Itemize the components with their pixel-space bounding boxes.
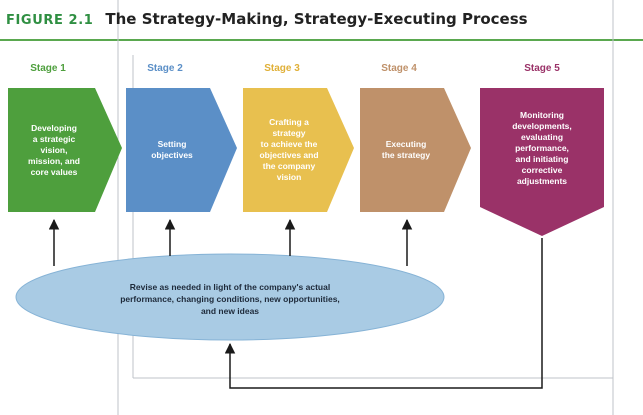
stage-3-line: strategy: [272, 128, 306, 138]
stage-3-line: Crafting a: [269, 117, 309, 127]
feedback-line: performance, changing conditions, new op…: [120, 294, 340, 304]
stage-2-label: Stage 2: [147, 63, 183, 74]
stage-1-line: a strategic: [32, 133, 76, 144]
stage-2-chevron: [126, 88, 237, 212]
stage-1-text: Developing a strategic vision, mission, …: [10, 110, 98, 190]
stage-5-label: Stage 5: [524, 63, 560, 74]
stage-4-line: Executing: [385, 139, 427, 149]
stage-3-line: objectives and: [259, 150, 319, 160]
feedback-text: Revise as needed in light of the company…: [80, 281, 380, 317]
stage-5-line: Monitoring: [520, 109, 564, 120]
figure-heading: FIGURE 2.1 The Strategy-Making, Strategy…: [6, 10, 528, 34]
stage-4-chevron: [360, 88, 471, 212]
stage-5-text: Monitoring developments, evaluating perf…: [482, 100, 602, 196]
stage-2-text: Setting objectives: [128, 110, 216, 190]
stage-1-line: Developing: [31, 122, 77, 133]
figure-number: FIGURE 2.1: [6, 13, 94, 28]
stage-4-text: Executing the strategy: [362, 110, 450, 190]
stage-5-line: developments,: [512, 120, 572, 131]
stage-3-chevron: [243, 88, 354, 212]
stage-2-line: Setting: [157, 139, 187, 149]
feedback-ellipse: [15, 253, 445, 341]
stage-3-line: to achieve the: [260, 139, 318, 149]
loop-arrow-stage-5-to-feedback: [224, 238, 543, 389]
stage-1-label: Stage 1: [30, 63, 66, 74]
stage-2-line: objectives: [151, 150, 193, 160]
figure-title: The Strategy-Making, Strategy-Executing …: [105, 10, 528, 28]
stage-5-line: performance,: [515, 142, 569, 153]
stage-3-label: Stage 3: [264, 63, 300, 74]
stage-3-line: vision: [276, 172, 302, 182]
stage-5-line: and initiating: [515, 153, 569, 164]
stage-4-line: the strategy: [381, 150, 431, 160]
feedback-line: and new ideas: [200, 306, 260, 316]
stage-1-line: core values: [30, 166, 78, 177]
stage-5-line: adjustments: [516, 175, 568, 186]
stage-5-line: evaluating: [520, 131, 564, 142]
stage-4-label: Stage 4: [381, 63, 417, 74]
feedback-line: Revise as needed in light of the company…: [129, 282, 331, 292]
stage-1-line: vision,: [40, 144, 68, 155]
stage-5-line: corrective: [521, 164, 563, 175]
stage-3-text: Crafting a strategy to achieve the objec…: [245, 105, 333, 195]
stage-5-pentagon: [480, 88, 604, 236]
stage-1-line: mission, and: [28, 155, 80, 166]
stage-3-line: the company: [262, 161, 316, 171]
stage-1-chevron: [8, 88, 122, 212]
